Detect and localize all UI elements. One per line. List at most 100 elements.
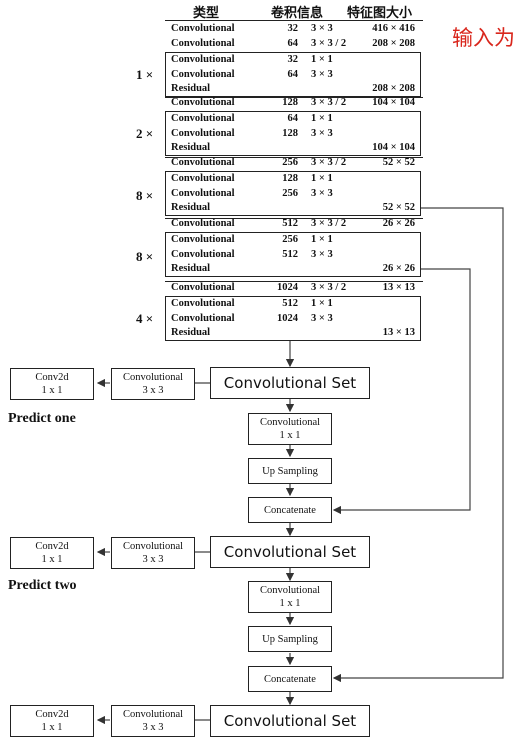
- layer-output-size: 416 × 416: [372, 23, 415, 34]
- layer-kernel-size: 3 × 3: [311, 249, 333, 260]
- layer-type: Convolutional: [171, 173, 235, 184]
- table-rule: [165, 157, 423, 158]
- layer-output-size: 52 × 52: [382, 157, 415, 168]
- repeat-multiplier-5: 4 ×: [136, 311, 154, 326]
- header-rule: [165, 20, 423, 21]
- residual-block-4: [165, 232, 421, 277]
- convolutional-set-1: Convolutional Set: [210, 367, 370, 399]
- layer-filters: 64: [287, 113, 299, 124]
- convolutional-set-2: Convolutional Set: [210, 536, 370, 568]
- layer-filters: 1024: [277, 313, 298, 324]
- repeat-multiplier-2: 2 ×: [136, 126, 154, 141]
- layer-filters: 256: [282, 157, 298, 168]
- layer-kernel-size: 3 × 3 / 2: [311, 97, 347, 108]
- layer-kernel-size: 3 × 3: [311, 69, 333, 80]
- layer-kernel-size: 3 × 3 / 2: [311, 157, 347, 168]
- layer-type: Convolutional: [171, 313, 235, 324]
- layer-type: Convolutional: [171, 113, 235, 124]
- convolutional-set-3: Convolutional Set: [210, 705, 370, 737]
- layer-output-size: 52 × 52: [382, 202, 415, 213]
- layer-filters: 64: [287, 69, 299, 80]
- table-row: Convolutional 32 1 × 1: [168, 53, 421, 68]
- layer-filters: 256: [282, 188, 298, 199]
- layer-type: Convolutional: [171, 128, 235, 139]
- repeat-multiplier-1: 1 ×: [136, 67, 154, 82]
- residual-block-2: [165, 111, 421, 156]
- header-feature-size: 特征图大小: [347, 6, 413, 21]
- layer-filters: 32: [287, 23, 299, 34]
- layer-kernel-size: 3 × 3: [311, 188, 333, 199]
- layer-type: Convolutional: [171, 38, 235, 49]
- table-row: Convolutional 256 3 × 3: [168, 187, 421, 202]
- layer-type: Convolutional: [171, 249, 235, 260]
- layer-filters: 64: [287, 38, 299, 49]
- concatenate-1: Concatenate: [248, 497, 332, 523]
- table-row: Convolutional 512 3 × 3: [168, 248, 421, 263]
- layer-type: Residual: [171, 83, 211, 94]
- layer-type: Convolutional: [171, 23, 235, 34]
- layer-output-size: 26 × 26: [382, 263, 415, 274]
- layer-kernel-size: 1 × 1: [311, 54, 333, 65]
- layer-type: Convolutional: [171, 97, 235, 108]
- table-rule: [165, 97, 423, 98]
- layer-output-size: 104 × 104: [372, 142, 415, 153]
- predict-one-label: Predict one: [8, 411, 76, 426]
- layer-kernel-size: 3 × 3 / 2: [311, 282, 347, 293]
- repeat-multiplier-3: 8 ×: [136, 188, 154, 203]
- layer-kernel-size: 3 × 3: [311, 313, 333, 324]
- layer-type: Residual: [171, 327, 211, 338]
- layer-kernel-size: 1 × 1: [311, 173, 333, 184]
- layer-output-size: 26 × 26: [382, 218, 415, 229]
- layer-filters: 256: [282, 234, 298, 245]
- layer-type: Convolutional: [171, 54, 235, 65]
- layer-type: Convolutional: [171, 218, 235, 229]
- table-rule: [165, 281, 423, 282]
- layer-kernel-size: 3 × 3: [311, 23, 333, 34]
- repeat-multiplier-4: 8 ×: [136, 249, 154, 264]
- up-sampling-1: Up Sampling: [248, 458, 332, 484]
- layer-output-size: 13 × 13: [382, 282, 415, 293]
- table-rule: [165, 218, 423, 219]
- layer-type: Convolutional: [171, 188, 235, 199]
- layer-type: Residual: [171, 202, 211, 213]
- concatenate-2: Concatenate: [248, 666, 332, 692]
- layer-filters: 1024: [277, 282, 298, 293]
- layer-filters: 32: [287, 54, 299, 65]
- residual-block-1: [165, 52, 421, 97]
- layer-kernel-size: 1 × 1: [311, 298, 333, 309]
- header-type: 类型: [193, 6, 220, 21]
- side-note: 输入为: [452, 26, 513, 50]
- predict-two-label: Predict two: [8, 578, 77, 593]
- layer-kernel-size: 3 × 3: [311, 128, 333, 139]
- table-row: Convolutional 128 1 × 1: [168, 172, 421, 187]
- layer-filters: 512: [282, 298, 298, 309]
- residual-block-5: [165, 296, 421, 341]
- table-row: Convolutional 1024 3 × 3: [168, 312, 421, 327]
- layer-filters: 512: [282, 249, 298, 260]
- header-conv-info: 卷积信息: [271, 6, 324, 21]
- layer-kernel-size: 3 × 3 / 2: [311, 38, 347, 49]
- layer-filters: 128: [282, 173, 298, 184]
- up-sampling-2: Up Sampling: [248, 626, 332, 652]
- table-row: Residual 26 × 26: [168, 262, 421, 277]
- layer-type: Residual: [171, 263, 211, 274]
- table-row: Residual 13 × 13: [168, 326, 421, 341]
- layer-output-size: 13 × 13: [382, 327, 415, 338]
